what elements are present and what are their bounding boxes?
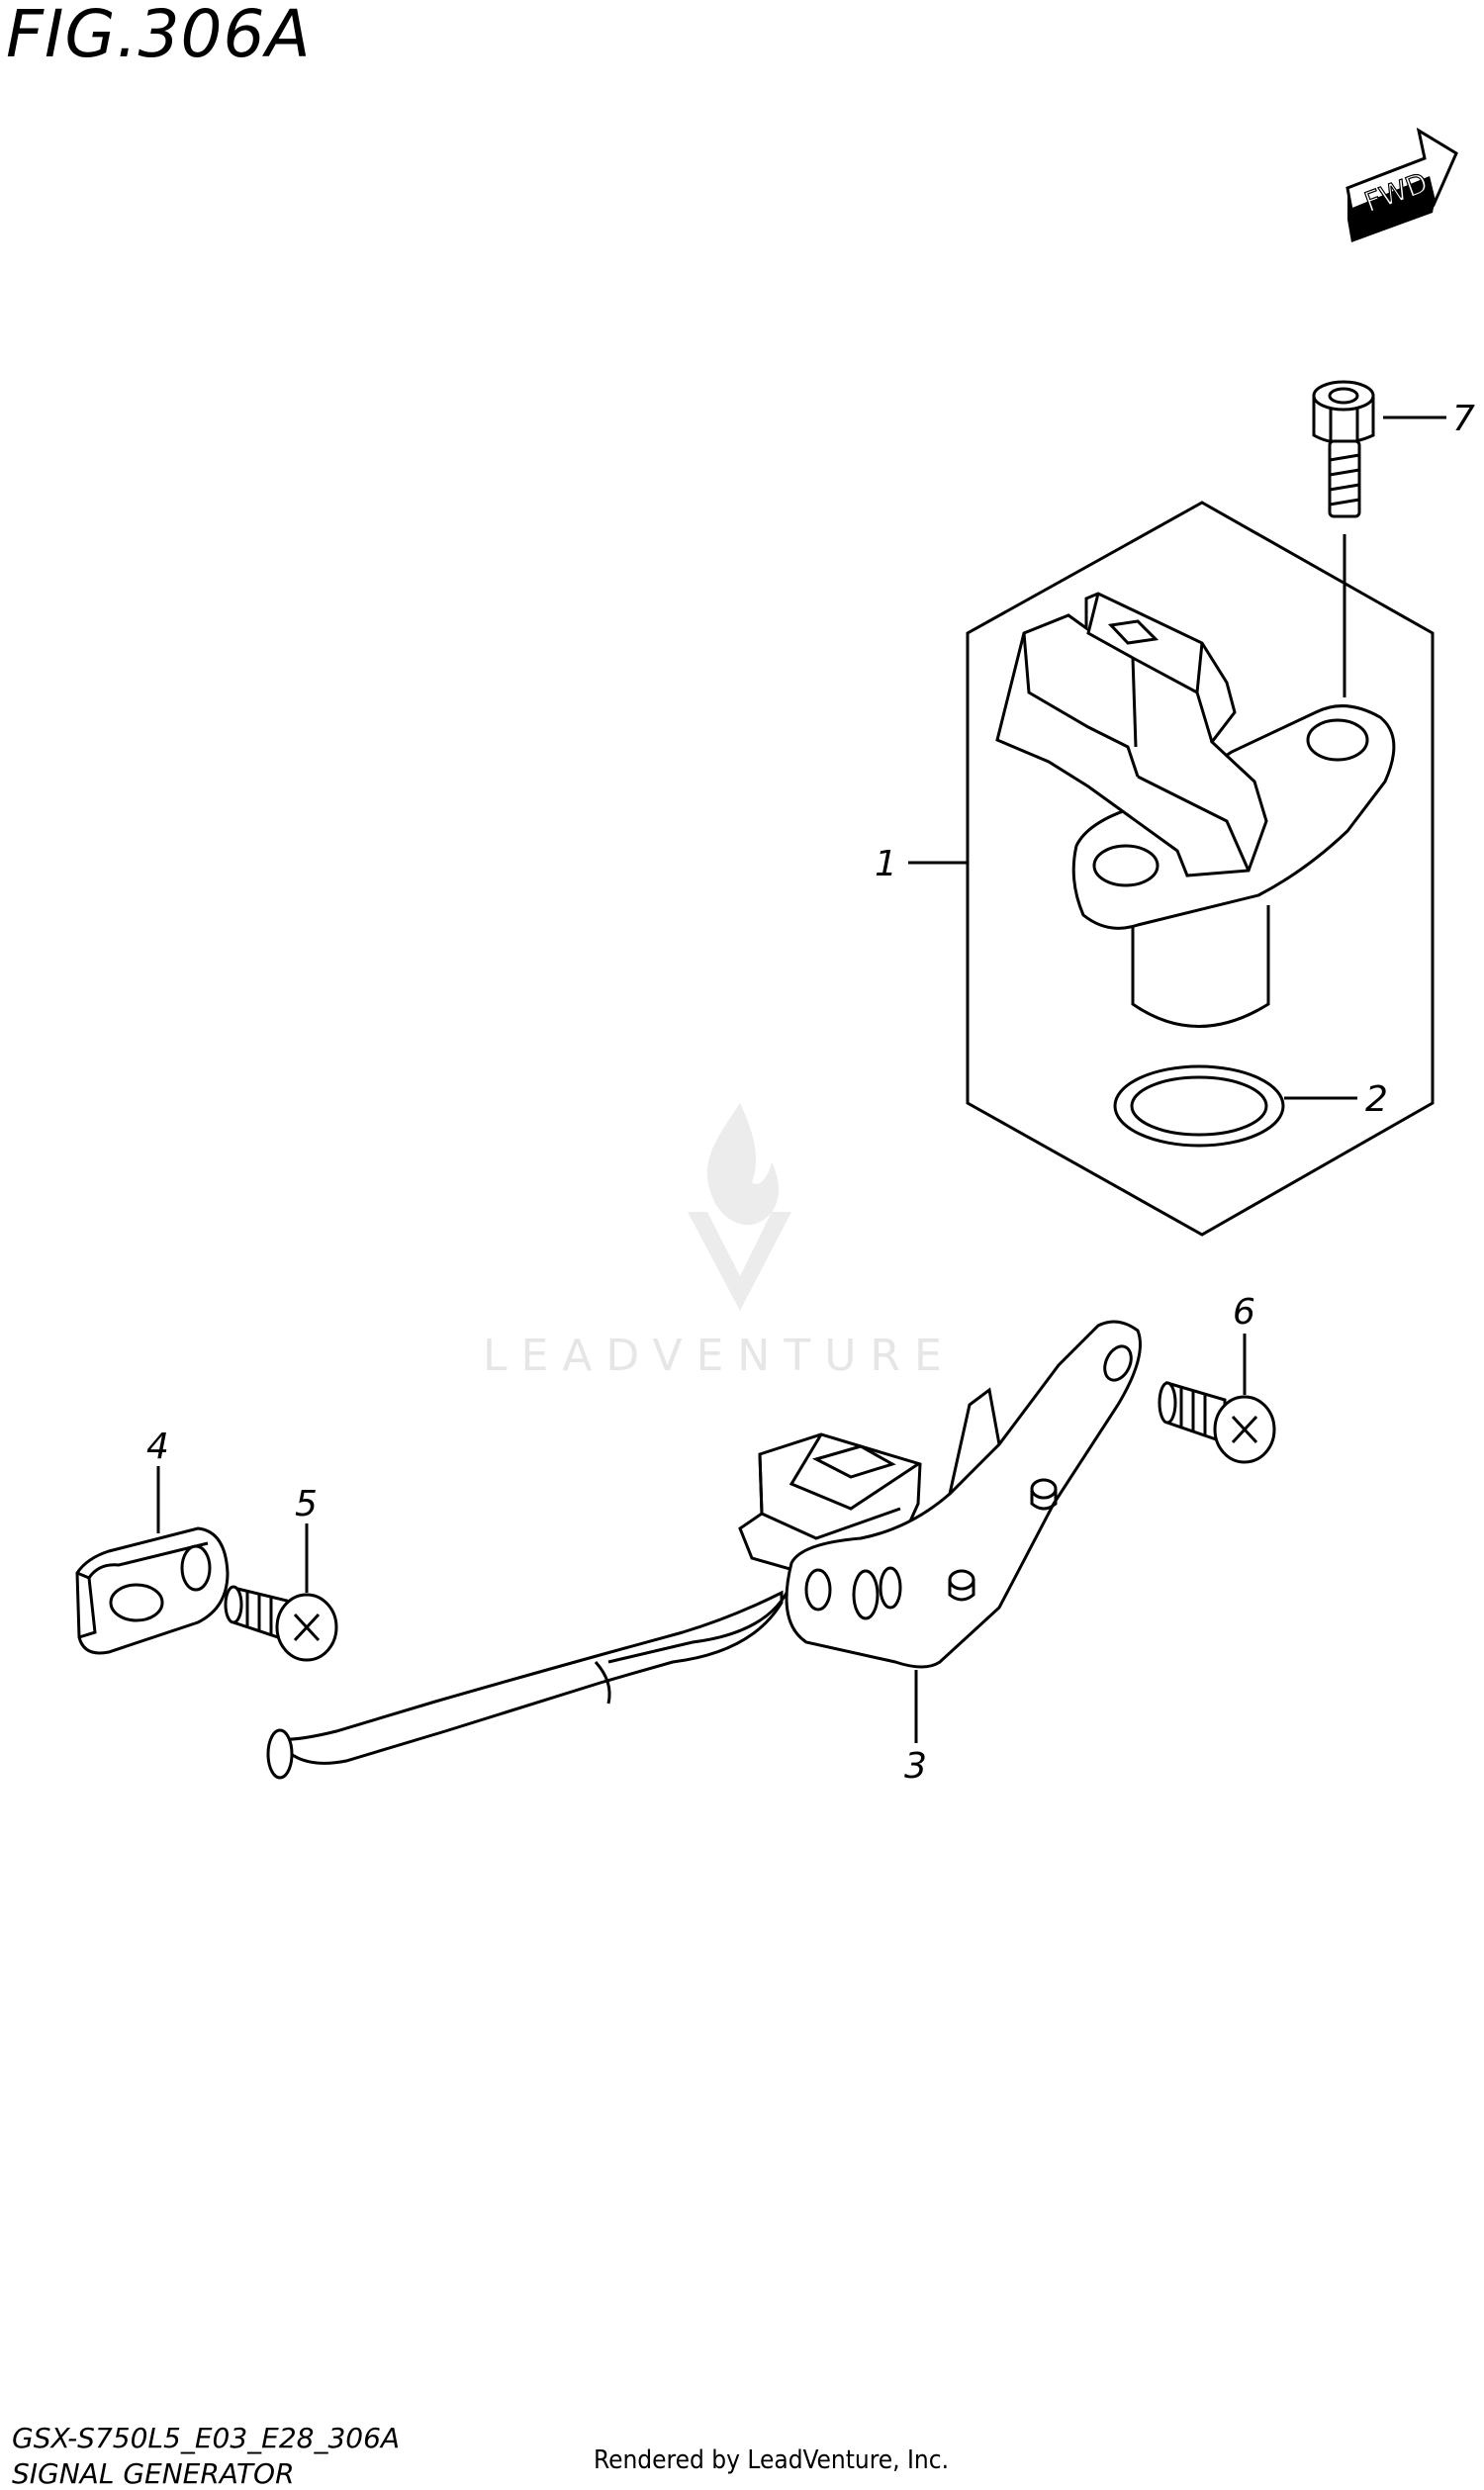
figure-title: FIG.306A	[6, 0, 312, 72]
screw-part-6	[1158, 1380, 1276, 1464]
callout-3: 3	[904, 1746, 927, 1787]
fwd-arrow-icon: FWD	[1345, 127, 1458, 242]
callout-4: 4	[146, 1427, 169, 1467]
kit-box	[966, 501, 1435, 1237]
leader-lines	[156, 415, 1446, 1743]
rendered-by-credit: Rendered by LeadVenture, Inc.	[594, 2445, 950, 2475]
bolt-part-7	[1312, 380, 1375, 697]
callout-2: 2	[1365, 1079, 1388, 1120]
callout-7: 7	[1452, 399, 1475, 439]
clamp-part-4	[75, 1526, 230, 1655]
callout-1: 1	[875, 844, 897, 884]
signal-generator-part-3	[266, 1320, 1142, 1780]
watermark: LEADVENTURE	[483, 1103, 956, 1381]
callouts: 7 1 2 3 4 5 6	[146, 399, 1475, 1787]
watermark-text: LEADVENTURE	[483, 1331, 956, 1381]
section-name: SIGNAL GENERATOR	[12, 2457, 295, 2490]
watermark-flame-icon	[688, 1103, 791, 1311]
o-ring-part-2	[1113, 1064, 1285, 1148]
screw-part-5	[224, 1585, 338, 1662]
callout-5: 5	[295, 1484, 318, 1524]
model-code: GSX-S750L5_E03_E28_306A	[12, 2422, 401, 2454]
sensor-part-1	[995, 592, 1396, 1028]
callout-6: 6	[1233, 1292, 1255, 1333]
